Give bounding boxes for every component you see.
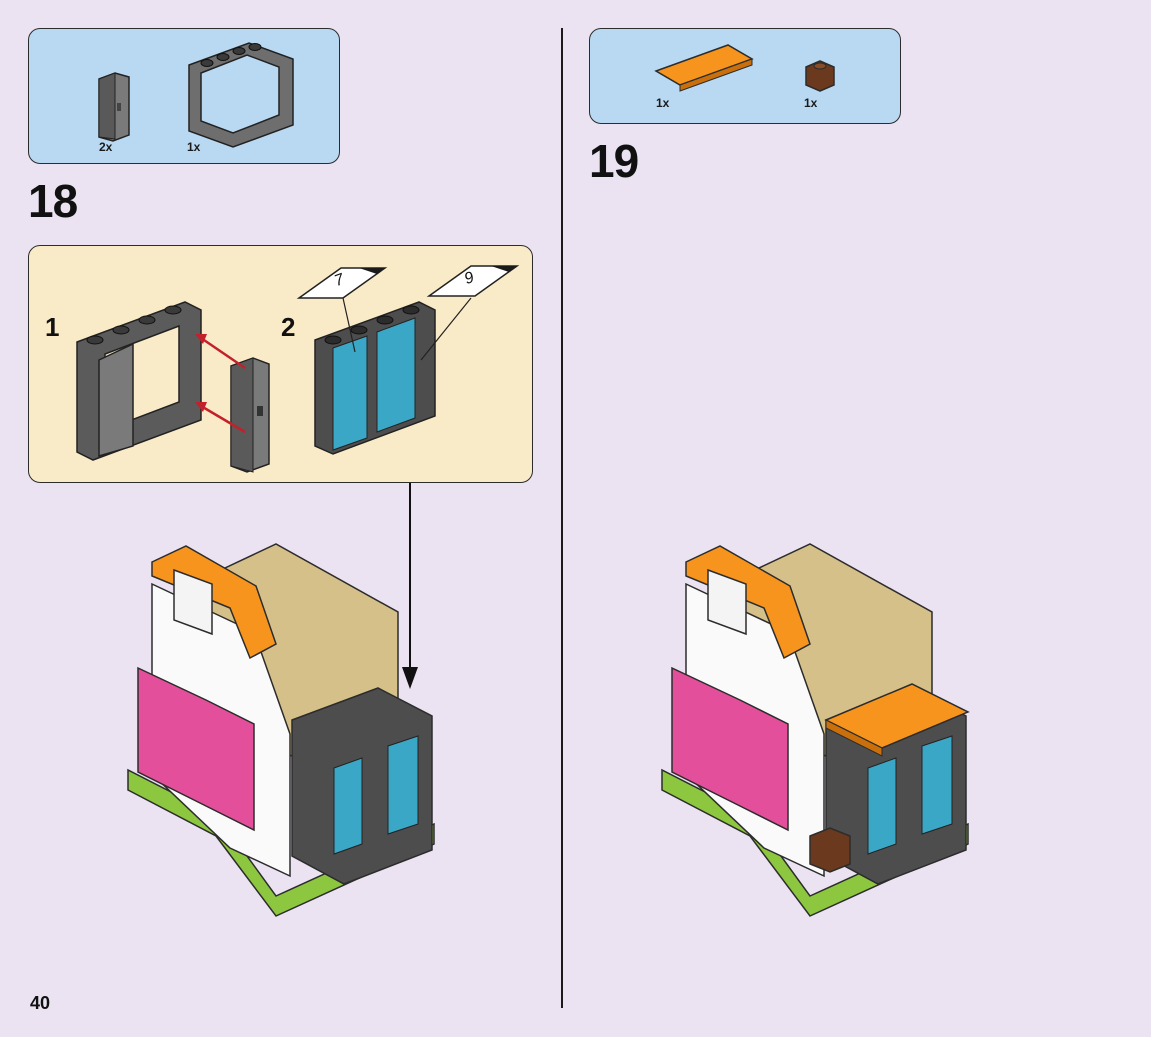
door-panel-part-icon [98,72,130,142]
step18-model-illustration [127,543,435,917]
substep-2-label: 2 [281,312,296,342]
substep-1-label: 1 [45,312,60,342]
window-frame-part-icon [188,42,294,148]
step18-subassembly-box: 1 2 7 [28,245,533,483]
substep-1-frame-illustration [76,301,202,461]
step18-number: 18 [28,175,78,227]
substep-1-door-illustration [230,357,270,473]
substep-2-window-illustration [314,301,436,455]
door-panel-qty: 2x [99,140,113,154]
orange-tile-qty: 1x [656,96,670,110]
sticker-leader-lines [342,297,472,361]
window-frame-qty: 1x [187,140,201,154]
step19-parts-box: 1x 1x [589,28,901,124]
page-number: 40 [30,993,51,1013]
sticker-7-callout: 7 [296,266,388,300]
brown-brick-qty: 1x [804,96,818,110]
assembly-arrow [402,483,418,689]
substep-1-arrows [195,334,246,434]
step19-number: 19 [589,135,639,187]
orange-tile-part-icon [654,44,754,92]
sticker-9-callout: 9 [426,264,520,298]
step18-parts-box: 2x 1x [28,28,340,164]
step19-model-illustration [661,543,970,917]
brown-brick-part-icon [805,60,835,92]
column-divider [561,28,563,1008]
